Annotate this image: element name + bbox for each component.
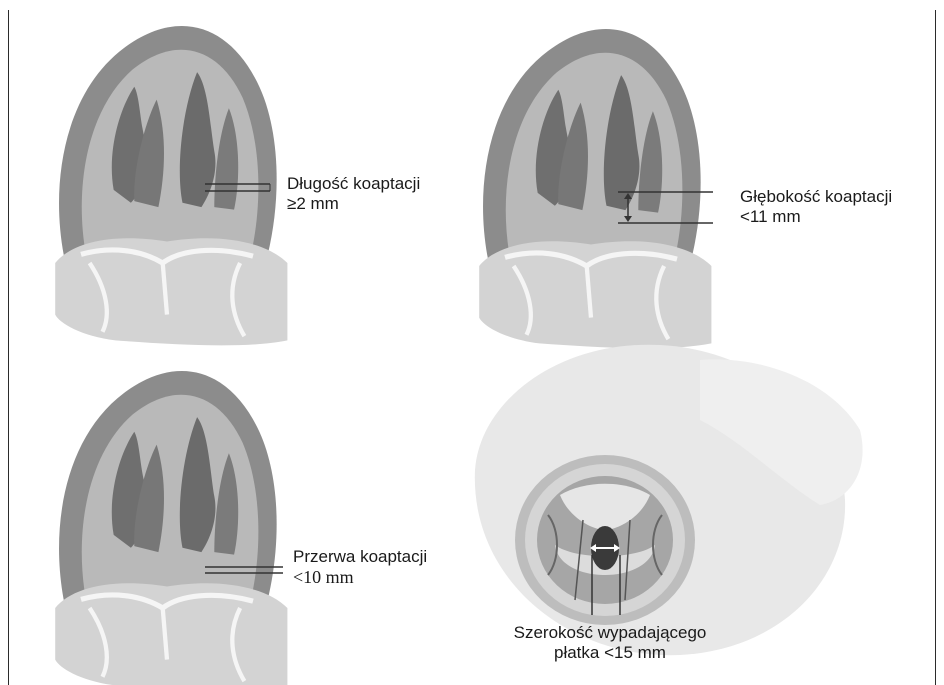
- heart-panel-2: [479, 29, 711, 348]
- coaptation-gap-label: Przerwa koaptacji <10 mm: [293, 547, 427, 587]
- label-line-1: Głębokość koaptacji: [740, 187, 892, 207]
- label-line-1: Szerokość wypadającego: [490, 623, 730, 643]
- coaptation-length-label: Długość koaptacji ≥2 mm: [287, 174, 420, 214]
- prolapse-width-label: Szerokość wypadającego płatka <15 mm: [490, 623, 730, 663]
- heart-panel-3: [55, 371, 287, 685]
- valve-atrial-view: [475, 345, 863, 656]
- label-line-1: Przerwa koaptacji: [293, 547, 427, 567]
- label-line-2: ≥2 mm: [287, 194, 420, 214]
- label-line-2: <10 mm: [293, 567, 427, 587]
- label-line-2: płatka <15 mm: [490, 643, 730, 663]
- coaptation-depth-label: Głębokość koaptacji <11 mm: [740, 187, 892, 227]
- label-line-2: <11 mm: [740, 207, 892, 227]
- heart-panel-1: [55, 26, 287, 345]
- label-line-1: Długość koaptacji: [287, 174, 420, 194]
